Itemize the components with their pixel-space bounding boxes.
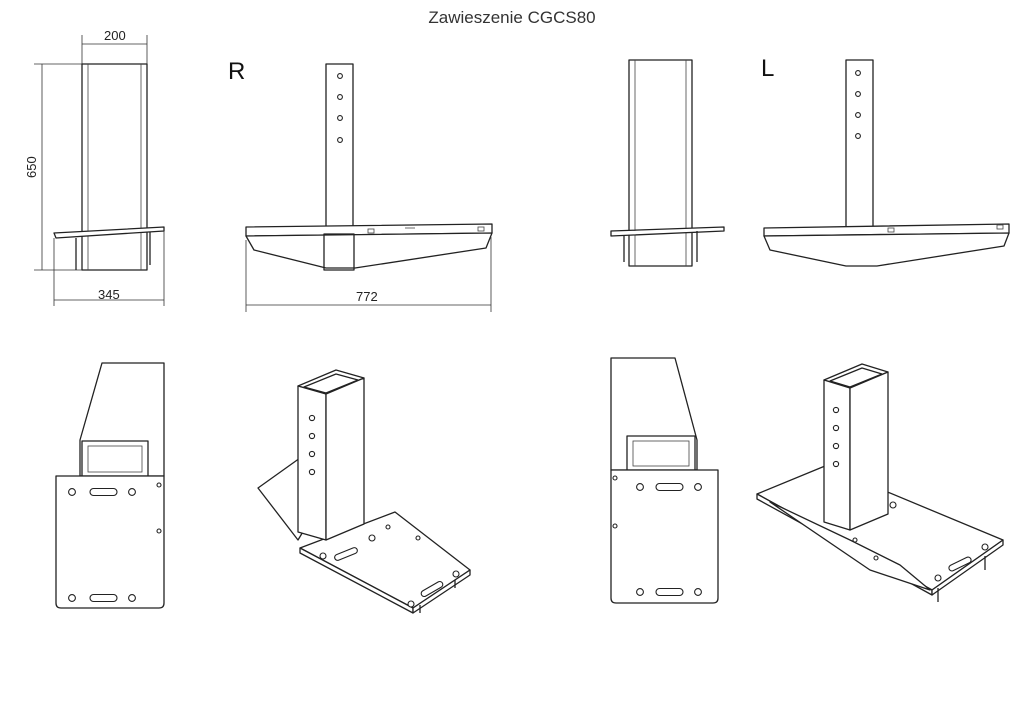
right-side-label: R bbox=[228, 58, 246, 85]
dimension-width-label: 200 bbox=[104, 28, 126, 43]
dimension-depth-label: 345 bbox=[98, 287, 120, 302]
drawing-title: Zawieszenie CGCS80 bbox=[428, 8, 596, 27]
left-isometric-view bbox=[756, 363, 1004, 602]
side-view-plain bbox=[610, 59, 725, 267]
left-side-label: L bbox=[761, 55, 775, 82]
side-view-dimensioned bbox=[34, 35, 165, 306]
right-plate-view bbox=[55, 362, 165, 609]
right-isometric-view bbox=[257, 369, 471, 614]
right-front-view bbox=[245, 63, 493, 312]
dimension-length-label: 772 bbox=[356, 289, 378, 304]
left-plate-view bbox=[610, 357, 719, 604]
left-front-view bbox=[763, 59, 1010, 267]
